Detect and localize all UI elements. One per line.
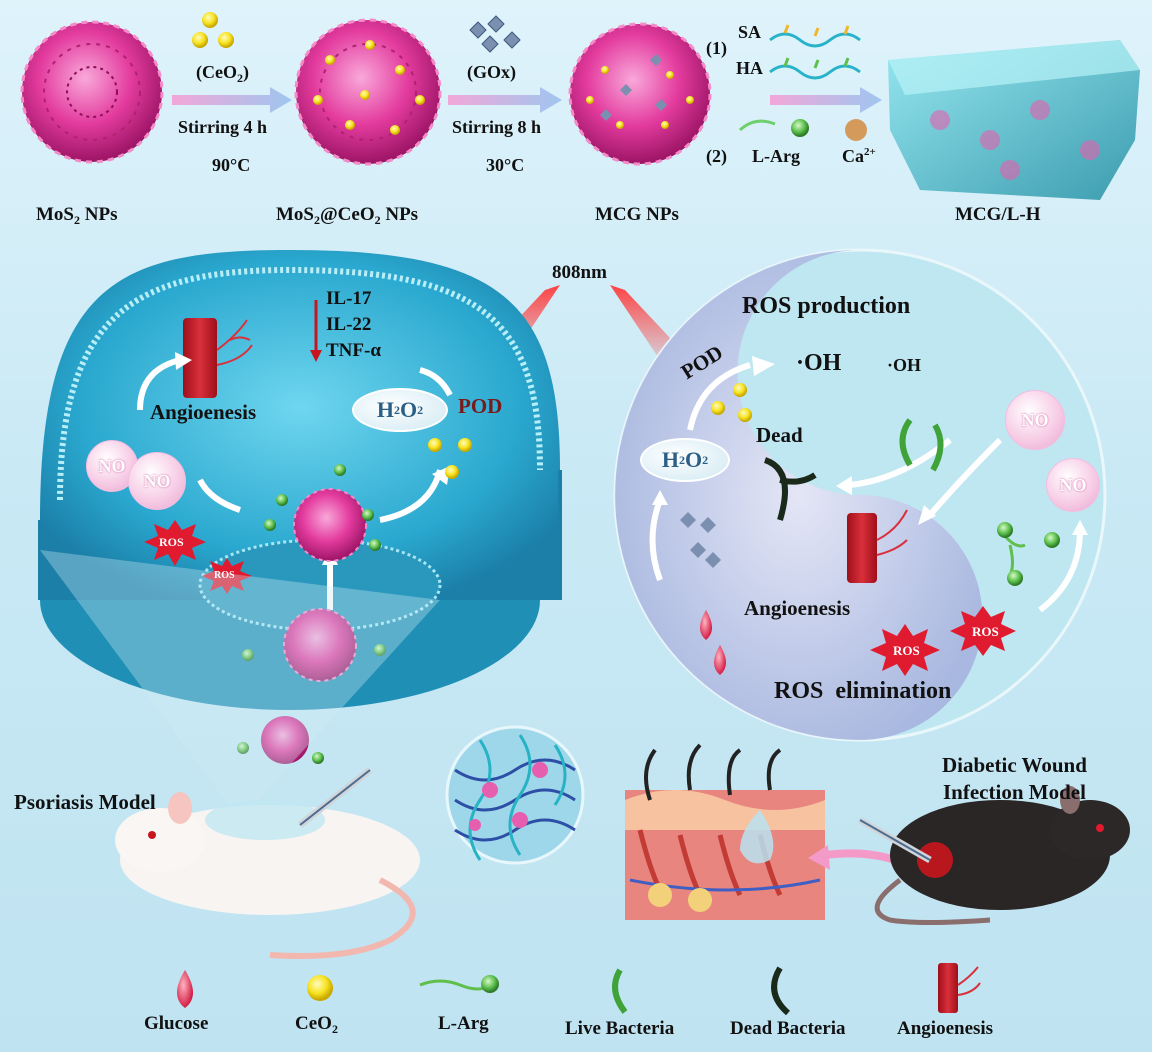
legend-dead-label: Dead Bacteria <box>730 1018 846 1039</box>
mos2-nanoflower <box>20 20 164 164</box>
ceo2-reagent-icon <box>192 12 234 48</box>
legend-larg-icon <box>419 975 499 993</box>
legend-glucose-icon <box>177 970 193 1008</box>
ros-production-label: ROS production <box>742 293 911 319</box>
arrow-step1 <box>172 87 292 113</box>
ros-star-right-1 <box>870 624 940 676</box>
sa-ha-chains <box>738 24 867 141</box>
psoriasis-no-bubble-2: NO <box>128 452 186 510</box>
cytokine-tnfa: TNF-α <box>326 340 381 361</box>
laser-label: 808nm <box>552 262 607 283</box>
ha-label: HA <box>736 58 763 78</box>
wound-ros-label-1: ROS <box>893 643 920 658</box>
step2-time-label: Stirring 8 h <box>452 117 542 137</box>
product-mos2-label: MoS2 NPs <box>36 204 118 227</box>
diabetic-model-line2: Infection Model <box>943 780 1086 804</box>
cytokine-il17: IL-17 <box>326 288 372 309</box>
wound-yin-yang-circle <box>613 248 1107 742</box>
product-mos2ceo2-label: MoS2@CeO2 NPs <box>276 204 419 227</box>
ca-label: Ca2+ <box>842 146 876 166</box>
psoriasis-ros-label-2: ROS <box>214 570 235 581</box>
legend-glucose-label: Glucose <box>144 1013 209 1034</box>
diabetic-model-label: Diabetic Wound Infection Model <box>942 752 1087 806</box>
ros-star-left-2 <box>202 558 252 594</box>
psoriasis-cone <box>40 550 440 820</box>
gox-reagent-icon <box>469 15 521 53</box>
step3-num1: (1) <box>706 38 727 58</box>
legend-ceo2-label: CeO2 <box>295 1013 338 1036</box>
ros-elimination-label: ROS elimination <box>774 678 952 704</box>
product-mcglh-label: MCG/L-H <box>955 204 1041 225</box>
wound-ros-label-2: ROS <box>972 624 999 639</box>
larg-label: L-Arg <box>752 146 800 166</box>
mcg-nanoflower <box>568 22 712 166</box>
hydrogel-block <box>888 40 1140 200</box>
step2-reagent-label: (GOx) <box>467 62 516 82</box>
arrow-mouse-to-skin <box>824 849 897 864</box>
white-mouse <box>115 767 420 959</box>
psoriasis-model-label: Psoriasis Model <box>14 790 156 814</box>
legend-ceo2-icon <box>307 975 333 1001</box>
step3-num2: (2) <box>706 146 727 166</box>
step2-temp-label: 30°C <box>486 155 525 175</box>
dead-label: Dead <box>756 423 803 447</box>
sa-label: SA <box>738 22 762 42</box>
black-mouse <box>858 786 1130 925</box>
skin-section <box>625 743 825 920</box>
cytokine-list: IL-17 IL-22 TNF-α <box>326 286 381 364</box>
product-mcg-label: MCG NPs <box>595 204 679 225</box>
step1-temp-label: 90°C <box>212 155 251 175</box>
arrow-step2 <box>448 87 562 113</box>
legend-dead-bacteria-icon <box>771 966 791 1016</box>
hydrogel-network-circle <box>445 725 585 865</box>
ros-star-left-1 <box>144 520 206 566</box>
wound-no-bubble-2: NO <box>1046 458 1100 512</box>
arrow-step3 <box>770 87 882 113</box>
ros-star-right-2 <box>950 606 1016 656</box>
oh-label-1: ·OH <box>796 350 842 376</box>
legend-angio-icon <box>938 963 981 1013</box>
oh-label-2: ·OH <box>887 355 922 375</box>
legend-live-bacteria-icon <box>612 968 628 1014</box>
legend-larg-label: L-Arg <box>438 1013 489 1034</box>
wound-angio-label: Angioenesis <box>744 596 851 620</box>
mos2-ceo2-nanoflower <box>294 18 442 166</box>
step1-time-label: Stirring 4 h <box>178 117 268 137</box>
psoriasis-ros-label-1: ROS <box>159 535 184 549</box>
legend-angio-label: Angioenesis <box>897 1018 994 1039</box>
arrow-mouse-to-skin-head <box>808 845 830 870</box>
cytokine-il22: IL-22 <box>326 314 372 335</box>
wound-no-bubble-1: NO <box>1005 390 1065 450</box>
step1-reagent-label: (CeO2) <box>196 62 249 85</box>
psoriasis-pod-label: POD <box>458 394 503 418</box>
legend-live-label: Live Bacteria <box>565 1018 675 1039</box>
psoriasis-angio-label: Angioenesis <box>150 400 257 424</box>
diabetic-model-line1: Diabetic Wound <box>942 753 1087 777</box>
